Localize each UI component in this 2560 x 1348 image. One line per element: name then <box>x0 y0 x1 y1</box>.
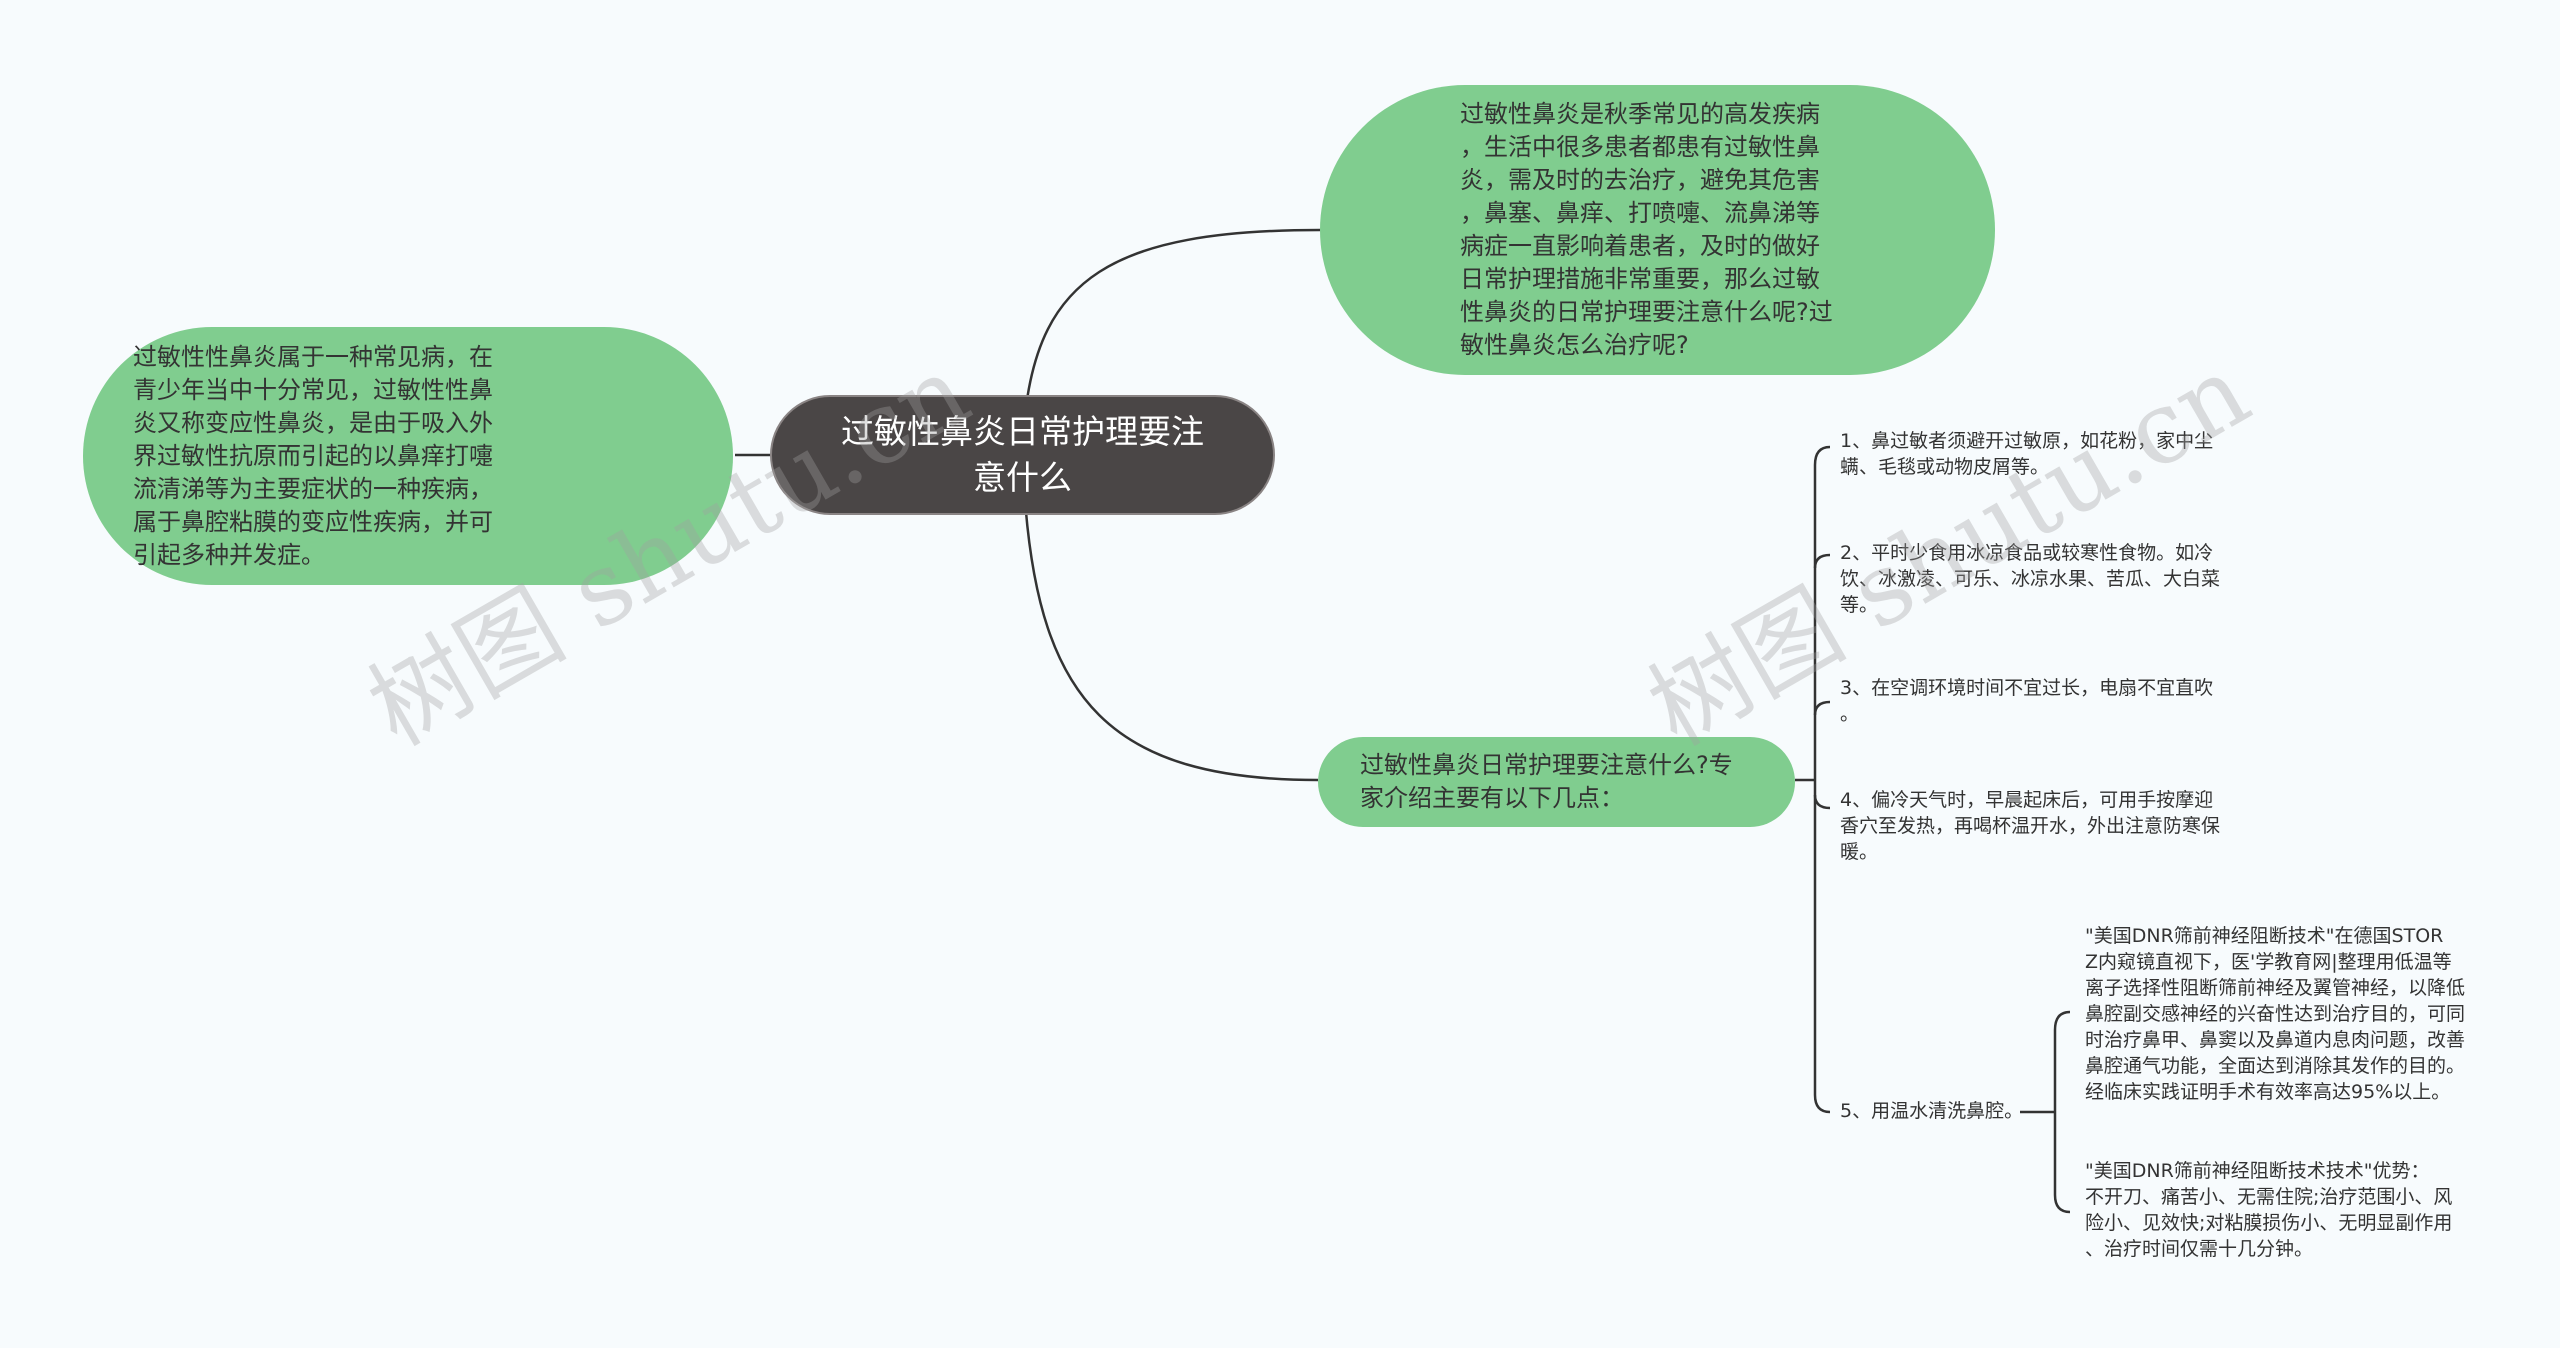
tick-point-4 <box>1813 794 1831 810</box>
points-bracket <box>1813 445 1831 1114</box>
point-text-1: 1、鼻过敏者须避开过敏原，如花粉，家中尘 螨、毛毯或动物皮屑等。 <box>1840 430 2214 478</box>
point-item-4[interactable]: 4、偏冷天气时，早晨起床后，可用手按摩迎 香穴至发热，再喝杯温开水，外出注意防寒… <box>1840 787 2260 865</box>
point-text-4: 4、偏冷天气时，早晨起床后，可用手按摩迎 香穴至发热，再喝杯温开水，外出注意防寒… <box>1840 789 2221 863</box>
point-text-2: 2、平时少食用冰凉食品或较寒性食物。如冷 饮、冰激凌、可乐、冰凉水果、苦瓜、大白… <box>1840 542 2221 616</box>
sub-point-item-2[interactable]: "美国DNR筛前神经阻断技术技术"优势： 不开刀、痛苦小、无需住院;治疗范围小、… <box>2085 1158 2495 1262</box>
link-root-mid-right <box>1023 499 1319 782</box>
sub-point-item-1[interactable]: "美国DNR筛前神经阻断技术"在德国STOR Z内窥镜直视下，医'学教育网|整理… <box>2085 923 2495 1105</box>
tick-point-2 <box>1813 553 1831 569</box>
root-node-text: 过敏性鼻炎日常护理要注 意什么 <box>841 412 1204 497</box>
root-node[interactable]: 过敏性鼻炎日常护理要注 意什么 <box>770 395 1275 515</box>
point-item-3[interactable]: 3、在空调环境时间不宜过长，电扇不宜直吹 。 <box>1840 675 2260 727</box>
tick-point-3 <box>1813 700 1831 716</box>
point-text-5: 5、用温水清洗鼻腔。 <box>1840 1100 2024 1122</box>
link-root-top-right <box>1023 228 1321 416</box>
top-right-node-text: 过敏性鼻炎是秋季常见的高发疾病 ，生活中很多患者都患有过敏性鼻 炎，需及时的去治… <box>1460 100 1833 359</box>
point-item-5[interactable]: 5、用温水清洗鼻腔。 <box>1840 1098 2040 1124</box>
mid-right-node[interactable]: 过敏性鼻炎日常护理要注意什么?专 家介绍主要有以下几点： <box>1318 737 1795 827</box>
point-item-2[interactable]: 2、平时少食用冰凉食品或较寒性食物。如冷 饮、冰激凌、可乐、冰凉水果、苦瓜、大白… <box>1840 540 2260 618</box>
sub-bracket <box>2053 1010 2071 1214</box>
sub-point-text-2: "美国DNR筛前神经阻断技术技术"优势： 不开刀、痛苦小、无需住院;治疗范围小、… <box>2085 1160 2453 1260</box>
left-node[interactable]: 过敏性性鼻炎属于一种常见病，在 青少年当中十分常见，过敏性性鼻 炎又称变应性鼻炎… <box>83 327 733 585</box>
point-text-3: 3、在空调环境时间不宜过长，电扇不宜直吹 。 <box>1840 677 2214 725</box>
left-node-text: 过敏性性鼻炎属于一种常见病，在 青少年当中十分常见，过敏性性鼻 炎又称变应性鼻炎… <box>133 342 493 569</box>
point-item-1[interactable]: 1、鼻过敏者须避开过敏原，如花粉，家中尘 螨、毛毯或动物皮屑等。 <box>1840 428 2260 480</box>
mid-right-node-text: 过敏性鼻炎日常护理要注意什么?专 家介绍主要有以下几点： <box>1360 751 1733 812</box>
sub-point-text-1: "美国DNR筛前神经阻断技术"在德国STOR Z内窥镜直视下，医'学教育网|整理… <box>2085 925 2466 1103</box>
top-right-node[interactable]: 过敏性鼻炎是秋季常见的高发疾病 ，生活中很多患者都患有过敏性鼻 炎，需及时的去治… <box>1320 85 1995 375</box>
